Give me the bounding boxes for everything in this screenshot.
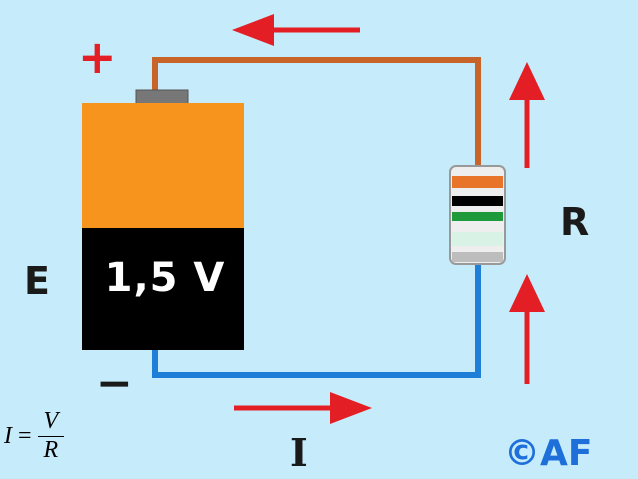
battery-bottom: [82, 228, 244, 350]
formula-equals: =: [18, 422, 32, 449]
emf-label: E: [24, 259, 50, 303]
battery-top: [82, 103, 244, 230]
positive-wire: [152, 57, 481, 168]
positive-terminal-sign: +: [78, 30, 117, 84]
resistor-label: R: [560, 200, 590, 244]
negative-terminal-sign: −: [96, 358, 133, 409]
current-label: I: [290, 430, 308, 475]
current-arrow-bottom: [234, 392, 372, 424]
current-arrow-right-lower: [509, 274, 545, 384]
battery-terminal: [135, 89, 189, 105]
resistor-band: [452, 196, 503, 206]
battery-voltage-label: 1,5 V: [104, 255, 226, 301]
resistor-band: [452, 212, 503, 221]
formula-denominator: R: [43, 436, 59, 463]
formula-numerator: V: [37, 408, 65, 437]
copyright-mark: ©AF: [504, 433, 593, 474]
negative-wire: [152, 262, 481, 378]
current-arrow-top: [232, 14, 360, 46]
formula-lhs: I: [4, 422, 12, 449]
ohms-law-formula: I = V R: [4, 408, 65, 464]
current-arrow-right-upper: [509, 62, 545, 168]
resistor: [449, 165, 506, 265]
resistor-band: [452, 176, 503, 188]
formula-fraction: V R: [37, 408, 65, 464]
